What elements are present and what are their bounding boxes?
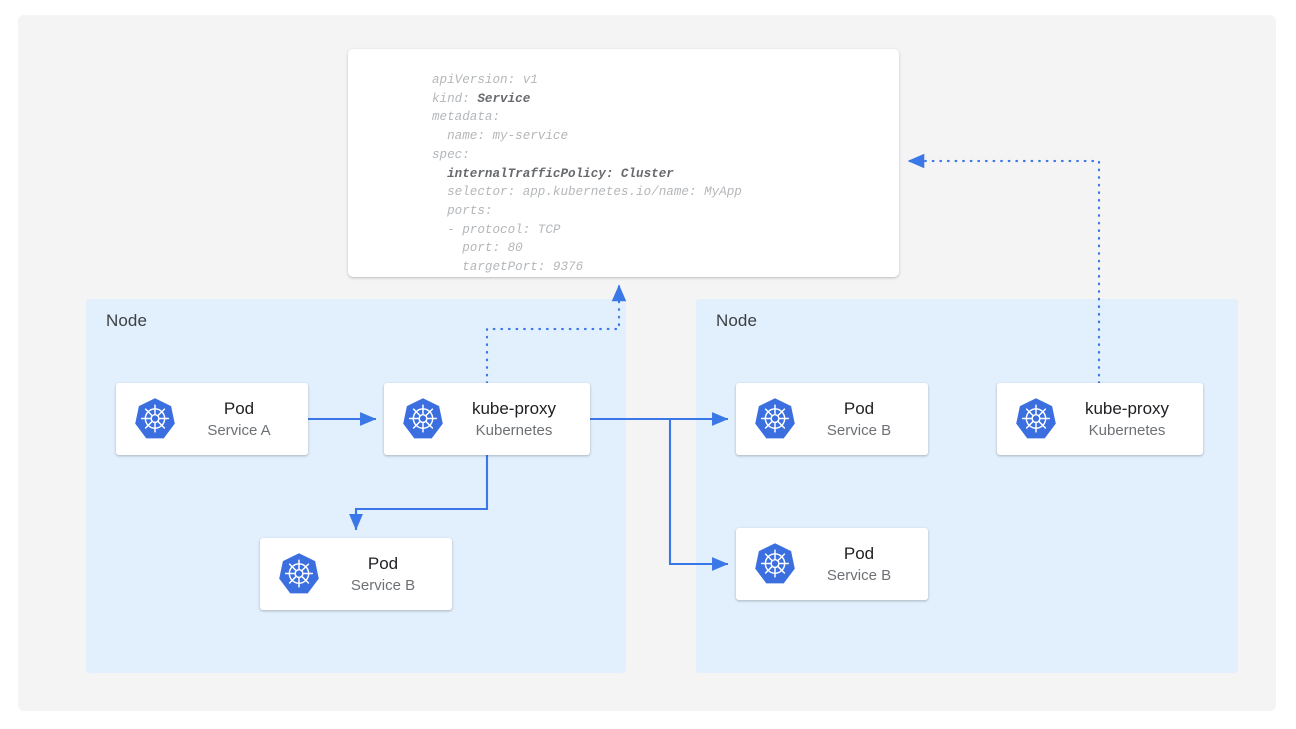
service-manifest-code: apiVersion: v1 kind: Service metadata: n… (432, 73, 742, 275)
node-panel-right: Node (696, 299, 1238, 673)
kubernetes-icon (279, 553, 319, 594)
kubernetes-icon (1016, 398, 1056, 439)
pod-b-remote-2-subtitle: Service B (826, 566, 892, 584)
service-manifest-card: apiVersion: v1 kind: Service metadata: n… (348, 49, 899, 277)
pod-a-box[interactable]: Pod Service A (116, 383, 308, 455)
node-label-right: Node (716, 311, 758, 330)
pod-b-remote-2-title: Pod (843, 543, 875, 563)
kubernetes-icon (135, 398, 175, 439)
pod-b-remote-1-box[interactable]: Pod Service B (736, 383, 928, 455)
kube-proxy-right-subtitle: Kubernetes (1088, 421, 1166, 439)
pod-b-remote-2-box[interactable]: Pod Service B (736, 528, 928, 600)
pod-b-remote-2-text: Pod Service B (798, 543, 928, 586)
pod-b-remote-1-subtitle: Service B (826, 421, 892, 439)
kube-proxy-right-text: kube-proxy Kubernetes (1059, 398, 1203, 441)
pod-a-title: Pod (223, 398, 255, 418)
kubernetes-icon (755, 398, 795, 439)
pod-b-local-title: Pod (367, 553, 399, 573)
kube-proxy-left-title: kube-proxy (471, 398, 557, 418)
kube-proxy-right-title: kube-proxy (1084, 398, 1170, 418)
pod-a-subtitle: Service A (207, 421, 271, 439)
pod-b-local-text: Pod Service B (322, 553, 452, 596)
kube-proxy-left-subtitle: Kubernetes (475, 421, 553, 439)
node-label-left: Node (106, 311, 148, 330)
diagram-canvas: Node Node (18, 15, 1276, 711)
pod-b-remote-1-text: Pod Service B (798, 398, 928, 441)
pod-b-local-box[interactable]: Pod Service B (260, 538, 452, 610)
kube-proxy-left-text: kube-proxy Kubernetes (446, 398, 590, 441)
kube-proxy-right-box[interactable]: kube-proxy Kubernetes (997, 383, 1203, 455)
kube-proxy-left-box[interactable]: kube-proxy Kubernetes (384, 383, 590, 455)
pod-a-text: Pod Service A (178, 398, 308, 441)
kubernetes-icon (755, 543, 795, 584)
node-panel-left: Node (86, 299, 626, 673)
kubernetes-icon (403, 398, 443, 439)
pod-b-local-subtitle: Service B (350, 576, 416, 594)
pod-b-remote-1-title: Pod (843, 398, 875, 418)
